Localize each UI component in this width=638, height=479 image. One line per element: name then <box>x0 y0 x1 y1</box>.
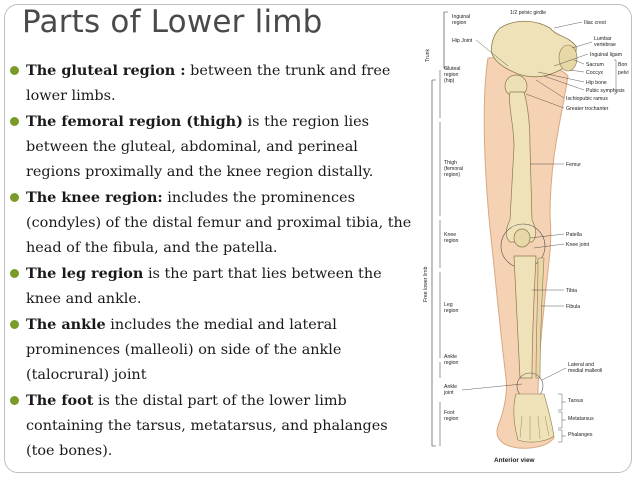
bullet-list: The gluteal region : between the trunk a… <box>10 58 414 464</box>
label-gluteal-region-2: region <box>444 72 459 78</box>
bullet-text: includes the medial and lateral prominen… <box>26 317 342 383</box>
label-phalanges: Phalanges <box>568 432 593 438</box>
bullet-dot <box>10 269 19 278</box>
label-hip-joint: Hip Joint <box>452 38 473 44</box>
sacrum-bone <box>558 44 578 72</box>
label-knee-region: Knee <box>444 232 456 238</box>
bullet-leg: The leg region is the part that lies bet… <box>10 261 414 312</box>
bullet-text: is the region lies between the gluteal, … <box>26 114 374 180</box>
bullet-dot <box>10 117 19 126</box>
slide-frame <box>4 4 632 473</box>
bullet-text: is the distal part of the lower limb con… <box>26 393 388 459</box>
label-ischiopubic-ramus: Ischiopubic ramus <box>566 96 608 102</box>
label-thigh-region-2: (femoral <box>444 166 463 172</box>
label-inguinal-ligament: Inguinal ligam <box>590 52 622 58</box>
bullet-gluteal: The gluteal region : between the trunk a… <box>10 58 414 109</box>
bullet-dot <box>10 66 19 75</box>
label-leg-region-2: region <box>444 308 459 314</box>
label-malleoli: Lateral and <box>568 362 594 368</box>
slide-title: Parts of Lower limb <box>22 4 323 40</box>
label-free-lower-limb: Free lower limb <box>423 266 429 302</box>
label-inguinal-region: Inguinal <box>452 14 470 20</box>
bullet-foot: The foot is the distal part of the lower… <box>10 388 414 464</box>
leader-lines <box>461 21 617 443</box>
label-malleoli-2: medial malleoli <box>568 368 602 374</box>
bullet-dot <box>10 396 19 405</box>
label-pelvic-girdle: 1/2 pelvic girdle <box>510 10 546 16</box>
label-foot-region: Foot <box>444 410 455 416</box>
label-bony-pelvis-2: pelvi <box>618 70 629 76</box>
label-thigh-region-3: region) <box>444 172 460 178</box>
bullet-term: The femoral region (thigh) <box>26 113 243 130</box>
bullet-femoral: The femoral region (thigh) is the region… <box>10 109 414 185</box>
bullet-term: The ankle <box>26 316 106 333</box>
label-knee-region-2: region <box>444 238 459 244</box>
bullet-knee: The knee region: includes the prominence… <box>10 185 414 261</box>
label-ankle-region-2: region <box>444 360 459 366</box>
bullet-term: The foot <box>26 392 94 409</box>
label-tarsus: Tarsus <box>568 398 584 404</box>
figure-caption: Anterior view <box>494 457 535 464</box>
bullet-term: The leg region <box>26 265 144 282</box>
bullet-dot <box>10 193 19 202</box>
label-pubic-symphysis: Pubic symphysis <box>586 88 625 94</box>
bullet-ankle: The ankle includes the medial and latera… <box>10 312 414 388</box>
bullet-dot <box>10 320 19 329</box>
label-coccyx: Coccyx <box>586 70 603 76</box>
label-fibula: Fibula <box>566 304 580 310</box>
lower-limb-figure: Inguinal region Hip Joint Trunk Gluteal … <box>418 6 632 474</box>
bullet-text: includes the prominences (condyles) of t… <box>26 190 412 256</box>
label-patella: Patella <box>566 232 582 238</box>
bullet-text: is the part that lies between the knee a… <box>26 266 382 307</box>
label-bony-pelvis: Bon <box>618 62 627 68</box>
label-metatarsus: Metatarsus <box>568 416 594 422</box>
label-sacrum: Sacrum <box>586 62 604 68</box>
bullet-text: between the trunk and free lower limbs. <box>26 63 391 104</box>
bullet-term: The knee region: <box>26 189 163 206</box>
label-leg-region: Leg <box>444 302 453 308</box>
label-inguinal-region-2: region <box>452 20 467 26</box>
limb-outline <box>483 57 569 449</box>
foot-bones <box>513 393 555 443</box>
label-greater-trochanter: Greater trochanter <box>566 106 609 112</box>
label-ankle-region: Ankle <box>444 354 457 360</box>
anatomy-illustration: Inguinal region Hip Joint Trunk Gluteal … <box>423 10 629 464</box>
bullet-term: The gluteal region : <box>26 62 186 79</box>
label-knee-joint: Knee joint <box>566 242 590 248</box>
label-femur: Femur <box>566 162 581 168</box>
label-tibia: Tibia <box>566 288 577 294</box>
label-lumbar-vertebrae: Lumbar <box>594 36 612 42</box>
pelvis-bone <box>491 20 577 78</box>
label-ankle-joint-2: joint <box>443 390 454 396</box>
patella-bone <box>513 228 531 248</box>
label-foot-region-2: region <box>444 416 459 422</box>
tibia-bone <box>513 255 537 379</box>
label-trunk: Trunk <box>425 49 431 62</box>
label-gluteal-region-3: (hip) <box>444 78 455 84</box>
label-lumbar-vertebrae-2: vertebrae <box>594 42 616 48</box>
label-ankle-joint: Ankle <box>444 384 457 390</box>
femur-bone <box>505 91 537 243</box>
label-hip-bone: Hip bone <box>586 80 607 86</box>
label-iliac-crest: Iliac crest <box>584 20 606 26</box>
trunk-bracket <box>443 11 448 69</box>
label-gluteal-region: Gluteal <box>444 66 460 72</box>
free-limb-bracket <box>431 79 436 447</box>
label-thigh-region: Thigh <box>444 160 457 166</box>
